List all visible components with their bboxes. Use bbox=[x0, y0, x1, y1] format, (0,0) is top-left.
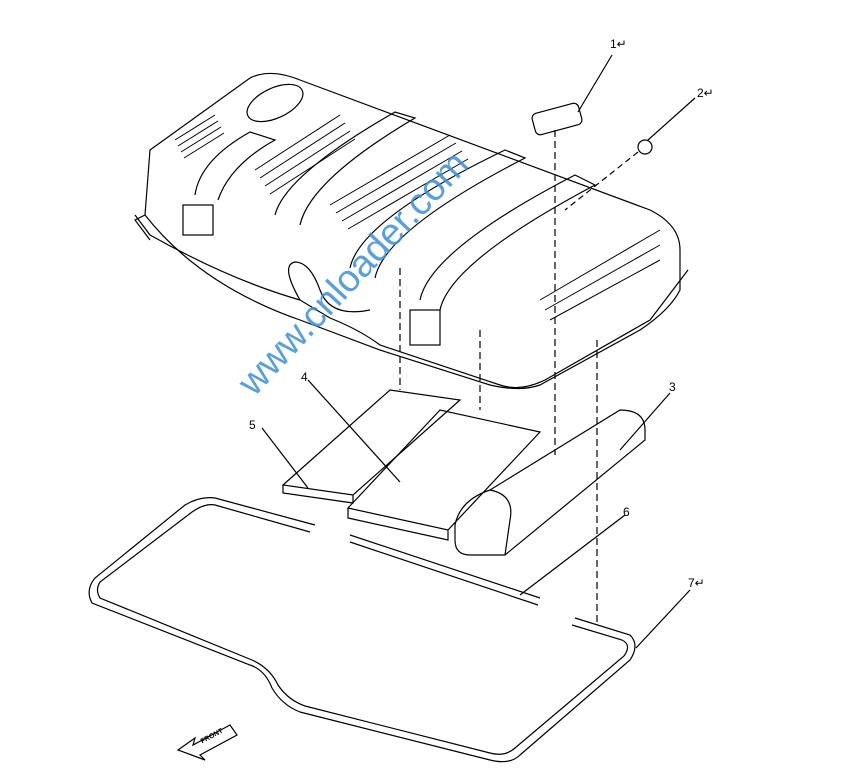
strap bbox=[274, 111, 417, 226]
callout-3: 3 bbox=[669, 380, 676, 394]
bracket bbox=[182, 204, 214, 236]
strap bbox=[419, 174, 597, 311]
callout-7: 7↵ bbox=[688, 576, 705, 590]
callout-2: 2↵ bbox=[697, 86, 714, 100]
strap bbox=[194, 131, 277, 201]
bracket bbox=[409, 309, 441, 346]
tank-flange bbox=[134, 214, 689, 389]
callout-5: 5 bbox=[249, 418, 256, 432]
part-1-clip bbox=[531, 102, 583, 136]
vent-slots bbox=[174, 114, 661, 321]
filler-hatch bbox=[246, 83, 304, 123]
part-4-pad bbox=[346, 409, 542, 541]
part-6-rod bbox=[349, 534, 541, 606]
part-3-cover bbox=[454, 409, 646, 556]
front-direction-arrow-icon bbox=[176, 724, 238, 761]
tank-body bbox=[144, 72, 681, 390]
callout-1: 1↵ bbox=[610, 37, 627, 51]
part-7-seal bbox=[88, 497, 636, 763]
part-2-fitting bbox=[637, 139, 653, 155]
strap bbox=[349, 149, 527, 279]
callout-6: 6 bbox=[623, 505, 630, 519]
callout-4: 4 bbox=[301, 370, 308, 384]
pipe bbox=[288, 261, 371, 313]
part-5-pad bbox=[281, 389, 462, 504]
